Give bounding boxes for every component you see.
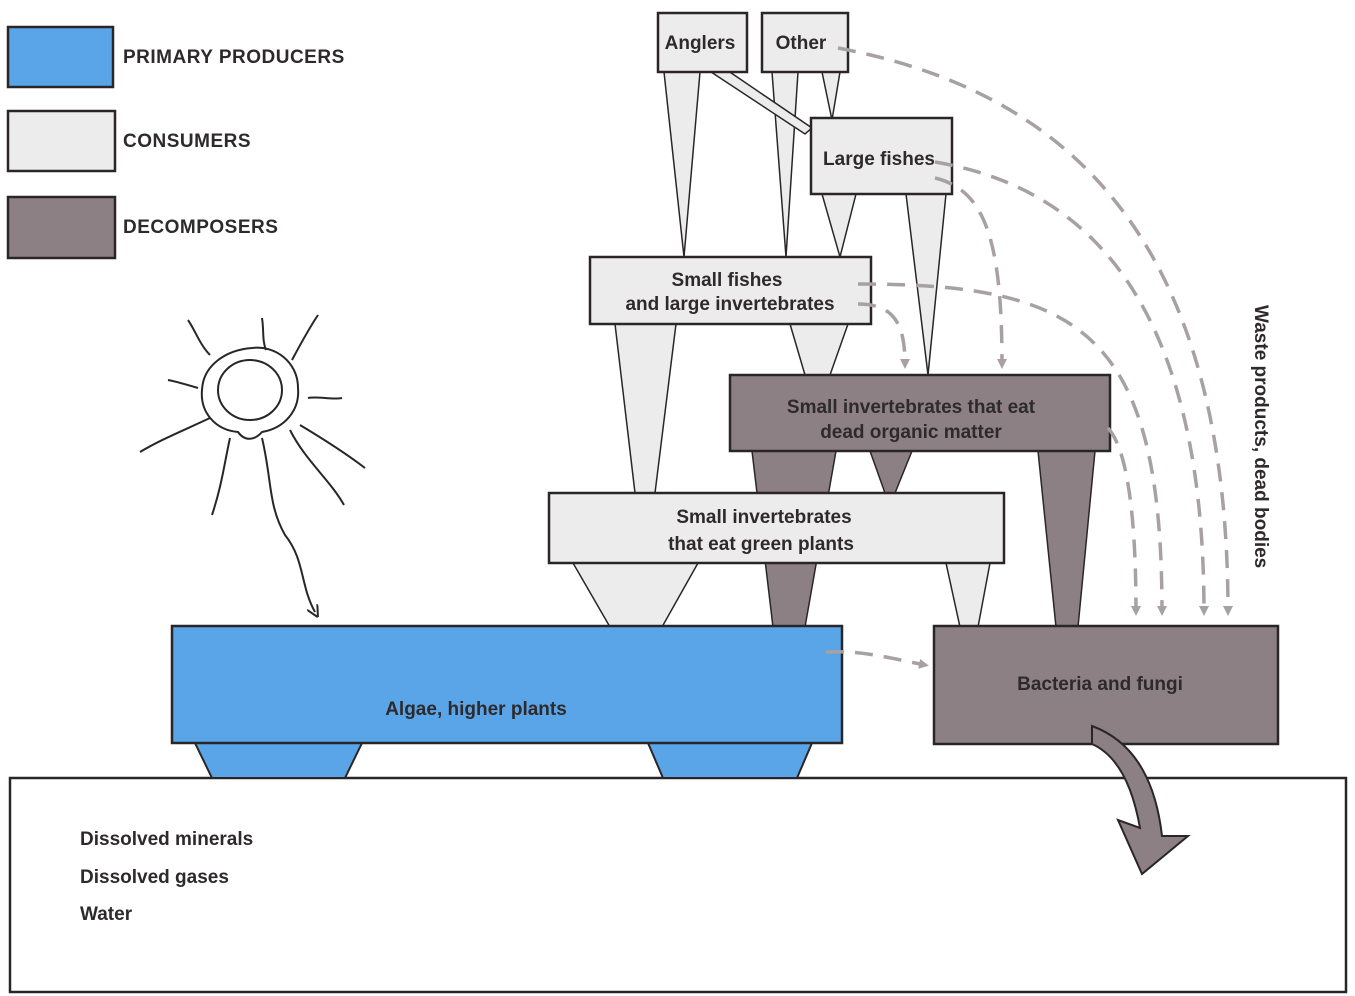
legend-label-primary-producers: PRIMARY PRODUCERS xyxy=(123,47,345,68)
node-small-fishes xyxy=(588,255,873,326)
feeding-funnel xyxy=(788,323,850,376)
waste-products-label: Waste products, dead bodies xyxy=(1250,305,1271,568)
feeding-funnel xyxy=(663,71,701,258)
node-other xyxy=(760,11,850,74)
nutrient-reservoir xyxy=(8,776,1348,994)
node-detritivores xyxy=(728,373,1112,453)
feeding-funnel xyxy=(571,562,700,628)
reservoir-item: Dissolved minerals xyxy=(80,829,253,850)
feeding-funnel xyxy=(821,193,857,260)
reservoir-item: Water xyxy=(80,904,133,925)
node-anglers xyxy=(656,11,749,74)
waste-arrow xyxy=(837,46,1233,616)
detritus-funnel xyxy=(1037,450,1096,628)
detritus-funnel xyxy=(868,450,914,494)
feeding-funnel xyxy=(771,71,799,258)
sun-icon xyxy=(139,314,366,612)
nutrient-return-arrow xyxy=(1091,724,1191,876)
node-other-label: Other xyxy=(776,33,827,54)
node-herbivores xyxy=(547,491,1006,565)
node-small-fishes-label: and large invertebrates xyxy=(625,294,834,315)
waste-arrow xyxy=(825,649,929,669)
node-detritivores-label: Small invertebrates that eat xyxy=(787,397,1036,418)
node-herbivores-label: Small invertebrates xyxy=(676,507,851,528)
feeding-funnel xyxy=(945,562,991,628)
node-algae-label: Algae, higher plants xyxy=(385,699,567,720)
legend-label-consumers: CONSUMERS xyxy=(123,131,251,152)
waste-flow-arrows xyxy=(825,46,1233,669)
legend-swatch-decomposers xyxy=(6,195,117,260)
node-small-fishes-label: Small fishes xyxy=(672,270,783,291)
feeding-funnel xyxy=(614,323,677,494)
node-herbivores-label: that eat green plants xyxy=(668,534,854,555)
algae-uptake-foot xyxy=(193,742,364,779)
node-algae xyxy=(170,624,844,745)
waste-arrow xyxy=(857,302,910,369)
feeding-funnel xyxy=(821,71,841,121)
node-large-fishes-label: Large fishes xyxy=(823,149,935,170)
legend-swatch-consumers xyxy=(6,109,117,173)
node-large-fishes xyxy=(809,116,954,196)
node-bacteria-label: Bacteria and fungi xyxy=(1017,674,1183,695)
node-detritivores-label: dead organic matter xyxy=(820,422,1002,443)
algae-uptake-foot xyxy=(646,742,814,779)
legend-label-decomposers: DECOMPOSERS xyxy=(123,217,278,238)
reservoir-item: Dissolved gases xyxy=(80,867,229,888)
legend-swatch-primary-producers xyxy=(6,25,115,89)
waste-arrow xyxy=(1106,426,1141,616)
waste-arrow xyxy=(934,160,1209,616)
node-anglers-label: Anglers xyxy=(665,33,736,54)
waste-arrow xyxy=(857,282,1167,616)
